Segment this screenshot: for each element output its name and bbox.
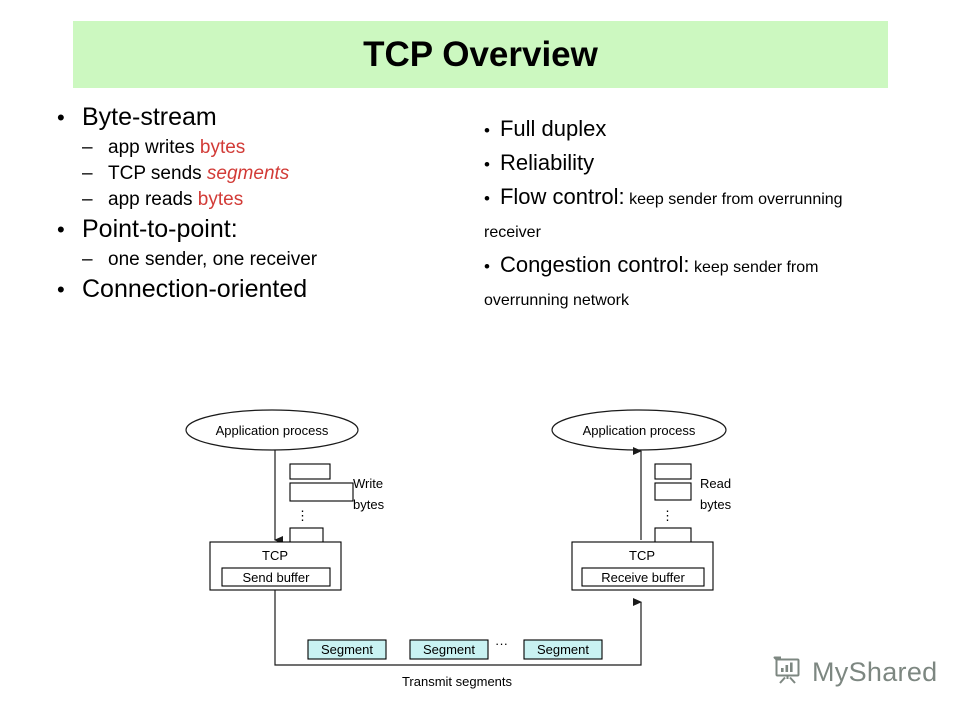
subbullet-text: app reads xyxy=(108,189,198,210)
segment-label: Segment xyxy=(423,642,475,657)
subbullet-app-reads-bytes: – app reads bytes xyxy=(48,187,468,213)
dash-icon: – xyxy=(82,249,93,270)
subbullet-label: one sender, one receiver xyxy=(108,249,318,270)
application-process-ellipse-left xyxy=(185,409,359,451)
segments-ellipsis: ··· xyxy=(495,636,508,651)
bullet-label: Byte-stream xyxy=(82,103,217,131)
byte-chunk-box xyxy=(289,463,331,480)
subbullet-text: app writes xyxy=(108,137,200,158)
highlight-term: bytes xyxy=(199,137,246,158)
bullet-congestion-control: • Congestion control: keep sender from ov… xyxy=(484,250,884,316)
send-buffer-label: Send buffer xyxy=(243,570,311,585)
segment-box xyxy=(409,639,489,660)
bullet-reliability: • Reliability xyxy=(484,148,884,180)
write-bytes-label-line1: Write xyxy=(353,476,383,491)
dash-icon: – xyxy=(82,137,93,158)
bullet-dot-icon: • xyxy=(484,257,490,276)
bullet-detail: keep sender from overrunning network xyxy=(484,259,819,309)
bullet-label: Flow control: xyxy=(499,184,625,209)
highlight-term: segments xyxy=(206,163,290,184)
watermark-label: MyShared xyxy=(812,657,938,687)
bullet-byte-stream: • Byte-stream xyxy=(48,101,468,134)
send-buffer-box xyxy=(221,567,331,587)
transmit-path: Segment Segment ··· Segment Transmit seg… xyxy=(274,590,642,689)
subbullet-app-writes-bytes: – app writes bytes xyxy=(48,135,468,161)
read-bytes-label-line2: bytes xyxy=(700,497,732,512)
bullet-label: Full duplex xyxy=(499,116,607,141)
transmit-connector xyxy=(274,590,642,666)
receive-buffer-box xyxy=(581,567,705,587)
bullet-connection-oriented: • Connection-oriented xyxy=(48,273,468,306)
presentation-chart-icon xyxy=(772,655,804,690)
segment-label: Segment xyxy=(537,642,589,657)
read-bytes-label-line1: Read xyxy=(700,476,731,491)
bullet-dot-icon: • xyxy=(484,189,490,208)
subbullet-one-sender-one-receiver: – one sender, one receiver xyxy=(48,247,468,273)
page-title: TCP Overview xyxy=(363,35,598,74)
highlight-term: bytes xyxy=(197,189,244,210)
bullet-dot-icon: • xyxy=(57,105,65,130)
left-bullet-list: • Byte-stream – app writes bytes – TCP s… xyxy=(48,101,468,307)
byte-chunk-box xyxy=(289,482,354,502)
dash-icon: – xyxy=(82,189,93,210)
byte-chunk-box xyxy=(654,482,692,501)
subbullet-text: TCP sends xyxy=(108,163,207,184)
tcp-label-sender: TCP xyxy=(262,548,288,563)
sender-group: Application process ⋮ Write bytes TCP Se… xyxy=(185,409,385,591)
segment-box xyxy=(307,639,387,660)
write-bytes-label-line2: bytes xyxy=(353,497,385,512)
segment-box xyxy=(523,639,603,660)
byte-chunk-ellipsis: ⋮ xyxy=(661,508,674,523)
right-bullet-list: • Full duplex • Reliability • Flow control:… xyxy=(484,114,884,318)
application-process-label-right: Application process xyxy=(583,423,696,438)
bullet-dot-icon: • xyxy=(484,155,490,174)
bullet-dot-icon: • xyxy=(484,121,490,140)
bullet-label: Reliability xyxy=(499,150,595,175)
receive-buffer-label: Receive buffer xyxy=(601,570,685,585)
tcp-label-receiver: TCP xyxy=(629,548,655,563)
segment-label: Segment xyxy=(321,642,373,657)
bullet-full-duplex: • Full duplex xyxy=(484,114,884,146)
byte-chunk-box xyxy=(289,527,324,544)
tcp-flow-diagram: Application process ⋮ Write bytes TCP Se… xyxy=(0,380,960,700)
bullet-detail: keep sender from overrunning receiver xyxy=(484,191,843,241)
byte-chunk-box xyxy=(654,527,692,544)
receiver-group: Application process ⋮ Read bytes TCP Rec… xyxy=(551,409,732,591)
bullet-label: Congestion control: xyxy=(499,252,690,277)
byte-chunk-box xyxy=(654,463,692,480)
subbullet-tcp-sends-segments: – TCP sends segments xyxy=(48,161,468,187)
transmit-segments-caption: Transmit segments xyxy=(402,674,513,689)
subbullet-label: TCP sends segments xyxy=(108,161,468,187)
bullet-dot-icon: • xyxy=(57,277,65,302)
bullet-flow-control: • Flow control: keep sender from overrunn… xyxy=(484,182,884,248)
subbullet-label: app reads bytes xyxy=(108,187,468,213)
bullet-point-to-point: • Point-to-point: xyxy=(48,213,468,246)
byte-chunk-ellipsis: ⋮ xyxy=(296,508,309,523)
bullet-label: Point-to-point: xyxy=(82,215,238,243)
application-process-label-left: Application process xyxy=(216,423,329,438)
bullet-label: Connection-oriented xyxy=(82,275,308,303)
title-banner: TCP Overview xyxy=(73,21,888,88)
dash-icon: – xyxy=(82,163,93,184)
bullet-dot-icon: • xyxy=(57,217,65,242)
watermark: MyShared xyxy=(772,655,937,690)
subbullet-label: app writes bytes xyxy=(108,135,468,161)
